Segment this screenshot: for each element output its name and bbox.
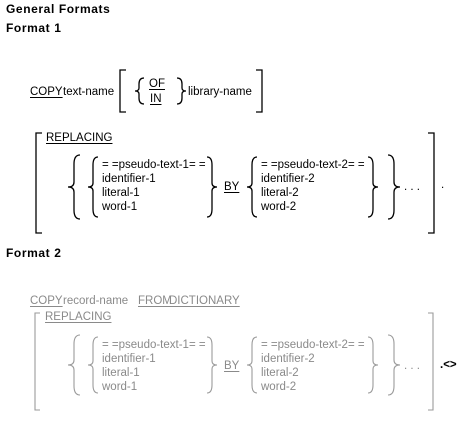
f2-right-items-left-brace [246,336,258,394]
f2-right-item: identifier-2 [261,353,315,365]
f2-by-keyword: BY [224,360,240,372]
f1-right-items-left-brace [246,156,258,218]
f2-dictionary-keyword: DICTIONARY [169,295,240,307]
f1-of-keyword: OF [149,78,165,90]
f1-of-in-left-brace [134,77,145,105]
general-formats-heading: General Formats [6,2,111,16]
f2-right-item: = =pseudo-text-2= = [261,339,365,351]
f2-right-item: literal-2 [261,367,299,379]
f2-copy-keyword: COPY [30,295,63,307]
f2-left-items-right-brace [206,336,218,394]
f2-right-items-right-brace [367,336,379,394]
f1-copy-keyword: COPY [30,86,63,98]
f1-outer-right-bracket [256,69,263,113]
f1-left-items-left-brace [87,156,99,218]
f1-right-item: word-2 [261,201,297,213]
f1-outer-left-brace [67,154,81,220]
f1-outer-right-brace [387,154,401,220]
f2-left-item: word-1 [102,381,138,393]
f1-right-items-right-brace [367,156,379,218]
f1-period: . [441,179,445,191]
f2-left-items-left-brace [87,336,99,394]
f1-by-keyword: BY [224,181,240,193]
f1-left-item: identifier-1 [102,173,156,185]
f1-of-in-right-brace [176,77,187,105]
f2-left-item: literal-1 [102,367,140,379]
f1-text-name: text-name [63,86,115,98]
f1-replacing-right-bracket [428,132,435,234]
f2-right-item: word-2 [261,381,297,393]
f1-ellipsis: . . . [404,181,420,193]
f1-library-name: library-name [188,86,252,98]
f2-replacing-left-bracket [34,312,40,411]
f1-in-keyword: IN [150,93,162,105]
f1-left-item-stack: = =pseudo-text-1= = identifier-1 literal… [102,158,206,214]
f2-from-keyword: FROM [138,295,172,307]
format2-heading: Format 2 [6,246,62,260]
f2-record-name: record-name [63,295,129,307]
f1-right-item: identifier-2 [261,173,315,185]
f1-left-item: = =pseudo-text-1= = [102,159,206,171]
f2-terminator: .<> [440,359,457,371]
f2-outer-left-brace [67,334,81,396]
f1-right-item-stack: = =pseudo-text-2= = identifier-2 literal… [261,158,365,214]
f1-replacing-left-bracket [35,132,42,234]
f2-replacing-right-bracket [428,312,434,411]
f2-replacing-keyword: REPLACING [45,311,112,323]
f1-left-item: literal-1 [102,187,140,199]
f1-left-items-right-brace [206,156,218,218]
f1-replacing-keyword: REPLACING [46,132,113,144]
f2-ellipsis: . . . [404,360,420,372]
f2-left-item-stack: = =pseudo-text-1= = identifier-1 literal… [102,338,206,394]
f2-left-item: = =pseudo-text-1= = [102,339,206,351]
f1-right-item: = =pseudo-text-2= = [261,159,365,171]
f1-left-item: word-1 [102,201,138,213]
f1-outer-left-bracket [119,69,126,113]
f2-outer-right-brace [387,334,401,396]
f2-right-item-stack: = =pseudo-text-2= = identifier-2 literal… [261,338,365,394]
f2-left-item: identifier-1 [102,353,156,365]
format1-heading: Format 1 [6,21,62,35]
f1-right-item: literal-2 [261,187,299,199]
